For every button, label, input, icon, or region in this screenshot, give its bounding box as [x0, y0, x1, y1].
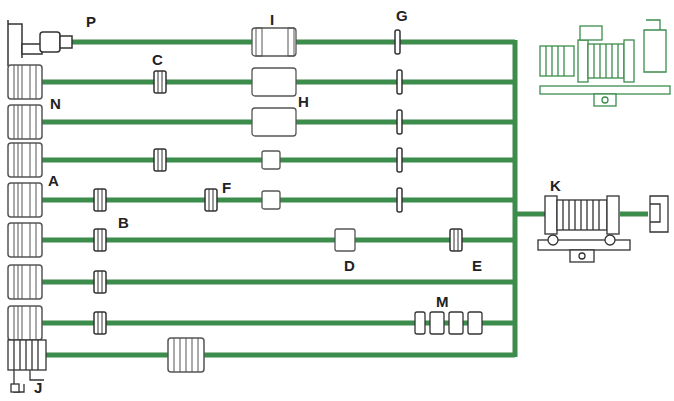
callout-letter: M	[436, 294, 449, 309]
callout-letter: P	[86, 14, 96, 29]
callout-letter: N	[50, 96, 61, 111]
callout-letter: F	[222, 180, 231, 195]
callout-letter: E	[472, 258, 482, 273]
callout-letter: J	[34, 380, 42, 395]
callout-letter: B	[118, 215, 129, 230]
callout-letter: H	[298, 94, 309, 109]
callout-letter: D	[344, 258, 355, 273]
callout-letter: K	[550, 178, 561, 193]
callout-letter: A	[48, 173, 59, 188]
callout-letter: I	[270, 12, 274, 27]
callout-letter: G	[396, 8, 408, 23]
callout-letter: C	[152, 52, 163, 67]
